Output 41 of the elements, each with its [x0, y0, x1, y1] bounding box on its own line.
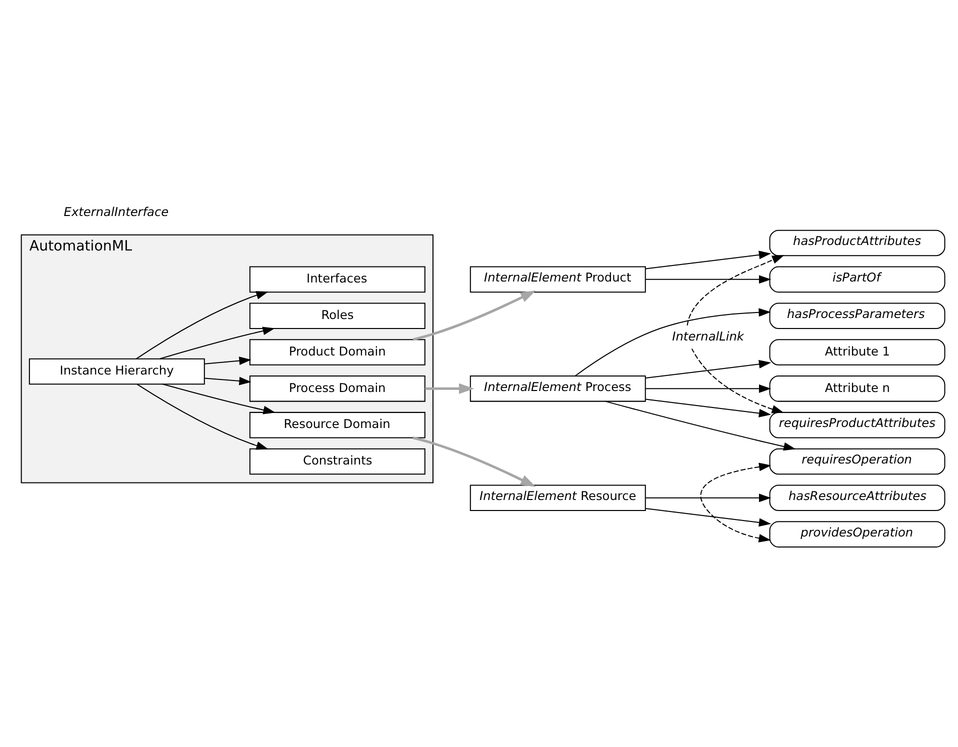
node-box: isPartOf — [769, 266, 946, 292]
node-box: requiresProductAttributes — [769, 411, 946, 438]
node-box: Instance Hierarchy — [28, 358, 205, 384]
arrow — [646, 508, 772, 526]
node-box: hasProcessParameters — [769, 302, 946, 328]
node-box: Constraints — [249, 448, 426, 474]
node-box: Attribute 1 — [769, 338, 946, 365]
node-box: Attribute n — [769, 375, 946, 402]
node-box: Product Domain — [249, 338, 426, 365]
arrow — [686, 254, 784, 413]
arrow — [646, 359, 772, 378]
arrow — [412, 436, 536, 486]
edge-label: InternalLink — [672, 329, 744, 344]
arrow — [646, 250, 772, 269]
arrow — [700, 462, 772, 542]
node-box: hasProductAttributes — [769, 229, 946, 256]
node-box: hasResourceAttributes — [769, 484, 946, 511]
arrow — [204, 376, 252, 385]
arrow — [646, 384, 772, 392]
arrow — [136, 290, 268, 359]
node-box: InternalElement Resource — [470, 484, 646, 511]
node-box: Process Domain — [249, 375, 426, 402]
label: ExternalInterface — [64, 204, 169, 218]
arrow — [646, 493, 772, 502]
node-box: requiresOperation — [769, 448, 946, 474]
node-box: InternalElement Product — [470, 266, 646, 292]
node-box: Resource Domain — [249, 411, 426, 438]
arrow — [204, 356, 252, 365]
arrow — [605, 400, 796, 450]
node-box: Roles — [249, 302, 426, 328]
arrow — [646, 274, 772, 284]
arrow — [160, 326, 275, 359]
node-box: Interfaces — [249, 266, 426, 292]
arrow — [162, 383, 276, 414]
arrow — [574, 308, 771, 376]
arrow — [136, 383, 268, 450]
node-box: providesOperation — [769, 520, 946, 547]
arrow — [646, 398, 772, 417]
arrow — [412, 290, 536, 340]
node-box: InternalElement Process — [470, 375, 646, 402]
arrow — [425, 382, 474, 394]
